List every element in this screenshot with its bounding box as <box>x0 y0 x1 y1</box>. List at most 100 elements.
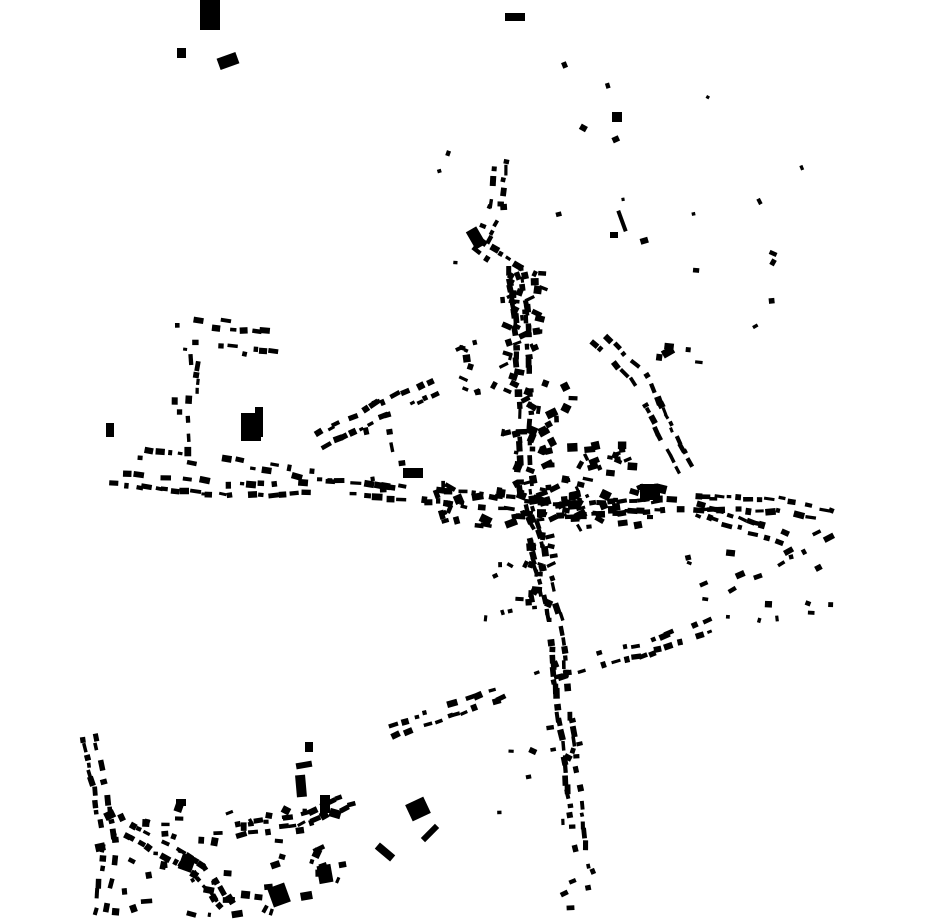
building <box>170 833 178 840</box>
building <box>668 453 676 464</box>
building <box>562 669 572 676</box>
building <box>522 309 526 315</box>
building <box>347 412 359 422</box>
building <box>659 506 666 514</box>
building <box>598 488 612 502</box>
building <box>358 426 365 432</box>
building <box>389 389 401 400</box>
building <box>611 502 621 512</box>
building <box>648 414 658 425</box>
building <box>546 617 552 623</box>
building <box>473 388 481 395</box>
building <box>558 612 565 622</box>
building <box>257 492 264 498</box>
building <box>516 488 525 496</box>
building <box>198 475 211 485</box>
building <box>102 902 111 913</box>
building <box>643 371 651 380</box>
building <box>676 506 685 513</box>
building <box>253 817 264 824</box>
building <box>764 600 773 608</box>
building <box>185 395 193 404</box>
building <box>506 562 514 569</box>
building <box>104 794 112 806</box>
building <box>807 610 815 615</box>
building <box>235 830 248 840</box>
building <box>530 505 536 513</box>
building <box>402 727 414 737</box>
building <box>623 655 631 664</box>
building <box>568 824 576 829</box>
building <box>561 740 566 751</box>
building <box>500 296 506 304</box>
building <box>819 507 831 513</box>
building <box>782 546 795 556</box>
building <box>518 264 524 271</box>
building <box>513 368 525 376</box>
building <box>515 596 524 602</box>
building <box>320 795 330 813</box>
building <box>694 360 703 365</box>
building <box>629 358 641 369</box>
building <box>172 858 180 866</box>
building <box>498 562 503 568</box>
building <box>755 509 764 513</box>
building <box>777 560 786 568</box>
building <box>714 508 725 515</box>
building <box>655 353 663 362</box>
building <box>611 135 621 144</box>
building <box>507 608 513 614</box>
building <box>515 428 528 435</box>
building <box>530 343 540 352</box>
building <box>512 322 521 330</box>
building <box>470 703 479 712</box>
building <box>702 616 713 625</box>
building <box>93 742 99 751</box>
building <box>567 442 578 452</box>
building <box>177 853 197 873</box>
building <box>339 432 349 441</box>
building <box>202 885 215 895</box>
building <box>594 515 605 525</box>
building <box>445 150 452 157</box>
building <box>606 455 614 460</box>
building <box>579 800 585 810</box>
building <box>636 507 645 514</box>
building <box>620 350 627 357</box>
building <box>605 469 615 477</box>
building <box>586 863 591 869</box>
building <box>159 852 172 864</box>
building <box>563 753 573 762</box>
building <box>87 775 96 787</box>
building <box>822 532 836 543</box>
building <box>644 406 652 414</box>
building <box>338 861 347 869</box>
building <box>611 658 621 665</box>
building <box>735 506 742 512</box>
building <box>133 470 145 479</box>
building <box>414 714 420 720</box>
building <box>663 641 674 651</box>
building <box>335 876 341 884</box>
building <box>379 486 387 493</box>
building <box>160 486 169 492</box>
building <box>135 825 142 832</box>
building <box>528 410 535 416</box>
building <box>526 365 533 374</box>
building <box>527 455 533 466</box>
building <box>589 867 597 875</box>
building <box>268 908 274 916</box>
building <box>426 378 435 387</box>
building <box>489 175 497 187</box>
building <box>587 462 599 471</box>
building <box>512 462 523 473</box>
building <box>663 413 670 420</box>
building <box>176 409 183 415</box>
building <box>108 818 115 825</box>
building <box>361 404 371 414</box>
building <box>706 629 713 635</box>
building <box>177 48 186 58</box>
building <box>528 590 534 598</box>
building <box>231 909 244 919</box>
